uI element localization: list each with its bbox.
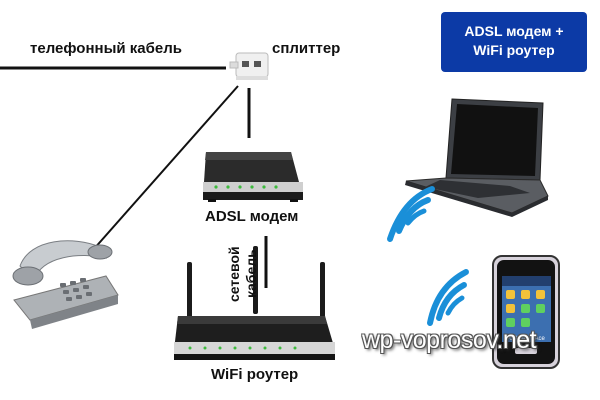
wifi-signal-icon [387,186,435,242]
phone-screen-text: GALAXY Ace [509,336,545,342]
network-cable-label-line2: кабель [243,249,259,298]
splitter-label: сплиттер [272,40,341,57]
watermark: wp-voprosov.net [362,326,537,354]
banner-line-1: ADSL модем + [464,23,564,39]
wifi-signal-icon [427,269,469,326]
wifi-router-icon [174,246,335,360]
laptop-icon [405,98,549,217]
adsl-modem-icon [203,152,303,202]
landline-phone-icon [12,240,119,329]
wifi-router-label: WiFi роутер [211,366,299,383]
adsl-modem-label: ADSL модем [205,208,299,225]
splitter-icon [229,52,269,80]
network-cable-label-line1: сетевой [226,246,242,302]
splitter-to-phone-cable [92,85,239,251]
title-banner: ADSL модем + WiFi роутер [441,12,587,72]
banner-line-2: WiFi роутер [473,42,555,58]
phone-cable-label: телефонный кабель [30,40,182,57]
smartphone-icon: GALAXY Ace [492,255,560,369]
